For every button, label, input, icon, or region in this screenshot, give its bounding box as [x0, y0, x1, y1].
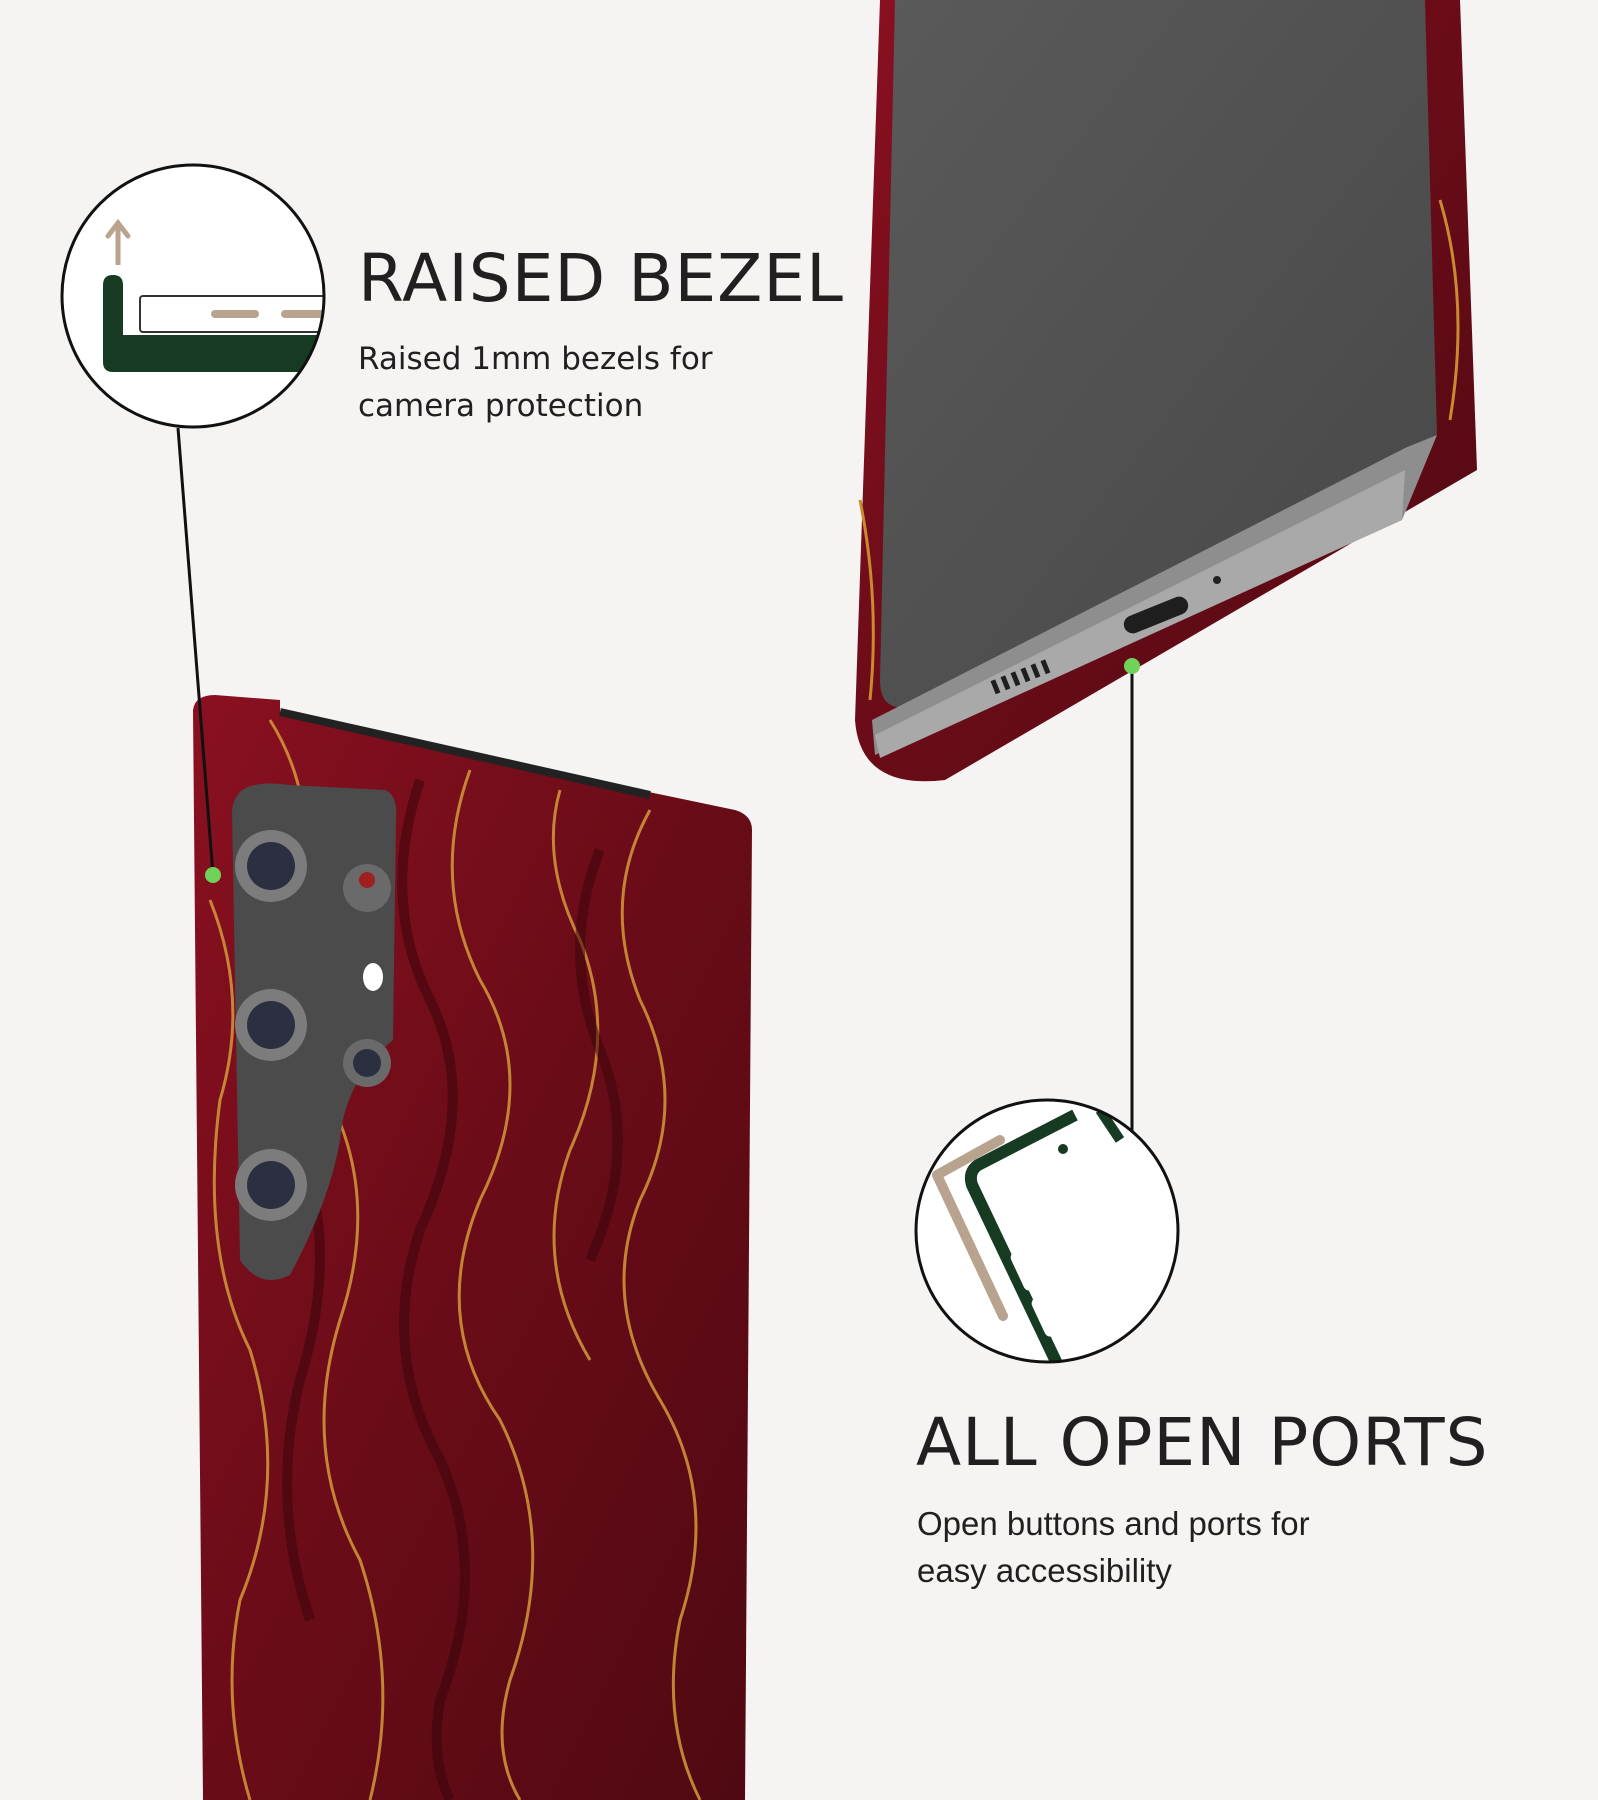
open-ports-description: Open buttons and ports for easy accessib… — [917, 1500, 1310, 1594]
description-line: Open buttons and ports for — [917, 1505, 1310, 1542]
callout-dot — [205, 867, 221, 883]
phone-back-view — [193, 695, 752, 1800]
description-line: camera protection — [358, 388, 644, 424]
raised-bezel-heading: RAISED BEZEL — [358, 240, 844, 317]
description-line: easy accessibility — [917, 1552, 1172, 1589]
speaker-grille — [990, 659, 1051, 695]
open-ports-icon — [914, 1098, 1180, 1364]
open-ports-heading: ALL OPEN PORTS — [916, 1404, 1489, 1481]
description-line: Raised 1mm bezels for — [358, 341, 713, 377]
callout-dot — [1124, 658, 1140, 674]
raised-bezel-icon — [60, 163, 326, 429]
callout-line — [176, 427, 215, 876]
raised-bezel-description: Raised 1mm bezels for camera protection — [358, 336, 713, 430]
camera-lenses — [235, 830, 391, 1221]
phone-bottom-view — [855, 0, 1477, 782]
